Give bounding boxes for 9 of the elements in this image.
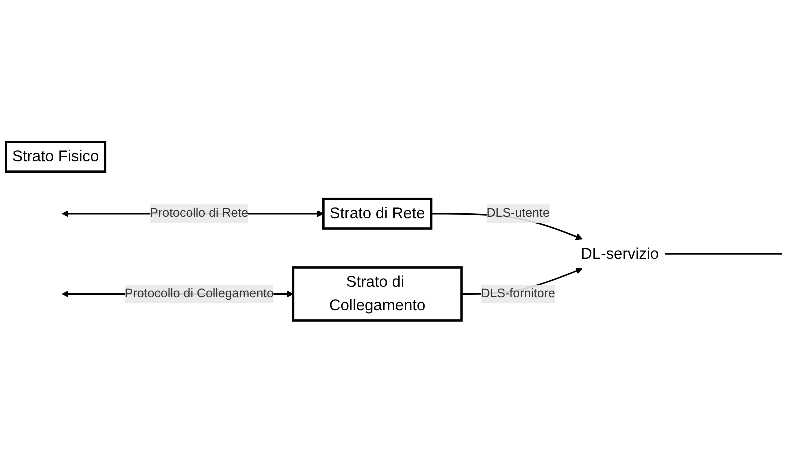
node-box: Strato Fisico <box>5 141 107 174</box>
node-text: DL-servizio <box>581 246 660 263</box>
node-box: Strato di Rete <box>322 198 433 230</box>
connector <box>665 253 782 255</box>
edge-label: DLS-utente <box>486 206 550 220</box>
edge-label: Protocollo di Collegamento <box>124 287 274 300</box>
edge-label: Protocollo di Rete <box>150 206 249 220</box>
edge-label: DLS-fornitore <box>481 287 556 300</box>
node-box: Strato di Collegamento <box>292 266 463 322</box>
